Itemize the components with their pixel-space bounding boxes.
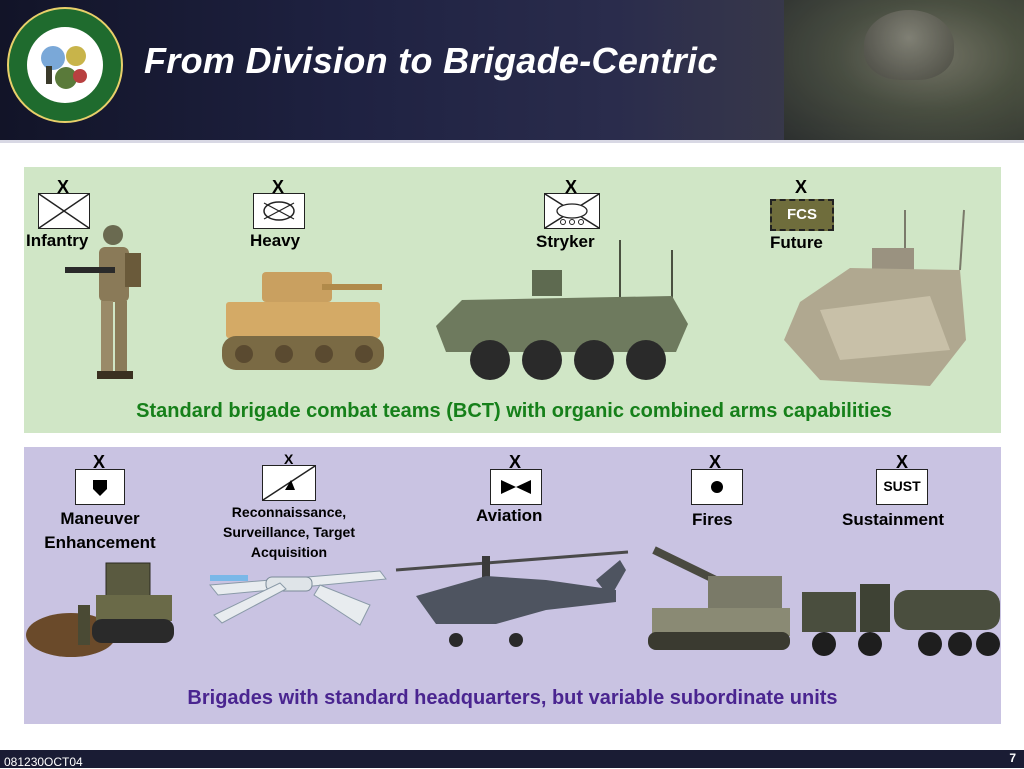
infantry-label: Infantry [26,231,89,250]
stryker-label: Stryker [536,232,595,251]
armor-symbol [253,193,305,229]
fcs-symbol: FCS [770,199,834,231]
infantry-symbol [38,193,90,229]
brigade-mark: X [272,177,285,197]
brigade-mark: X [795,177,808,197]
soldier-photo [784,0,1024,140]
future-label: Future [770,233,823,252]
fuel-truck-image [802,584,1000,656]
brigade-mark: X [509,452,522,472]
fcs-vehicle-image [784,209,966,386]
shield-symbol [75,469,125,505]
page-number: 7 [1009,751,1016,765]
brigade-mark: X [284,451,294,467]
brigade-mark: X [57,177,70,197]
helmet-image [864,10,954,80]
fires-symbol [691,469,743,505]
fires-label: Fires [692,510,733,529]
army-futures-center-emblem [7,7,123,123]
brigade-mark: X [93,452,106,472]
infantry-soldier-image [65,225,141,379]
support-caption: Brigades with standard headquarters, but… [187,687,838,709]
stryker-vehicle-image [436,240,688,380]
aviation-symbol [490,469,542,505]
maneuver-enhancement-label: Maneuver Enhancement [44,509,156,552]
rsta-symbol [262,465,316,501]
rsta-label: Reconnaissance, Surveillance, Target Acq… [222,504,355,560]
apache-helicopter-image [395,550,629,647]
date-time-group: 081230OCT04 [4,755,83,769]
sust-symbol: SUST [876,469,928,505]
footer-bar [0,750,1024,768]
page-title: From Division to Brigade-Centric [144,40,718,81]
brigade-mark: X [709,452,722,472]
heavy-label: Heavy [250,231,301,250]
stryker-symbol [544,193,600,229]
title-bar: From Division to Brigade-Centric [0,0,1024,143]
bulldozer-image [26,562,174,657]
brigade-mark: X [896,452,909,472]
bct-caption: Standard brigade combat teams (BCT) with… [136,400,892,422]
aviation-label: Aviation [476,506,543,525]
sustainment-label: Sustainment [842,510,945,529]
shadow-uav-image [209,570,387,626]
abrams-tank-image [222,272,384,370]
brigade-mark: X [565,177,578,197]
paladin-howitzer-image [648,546,790,650]
